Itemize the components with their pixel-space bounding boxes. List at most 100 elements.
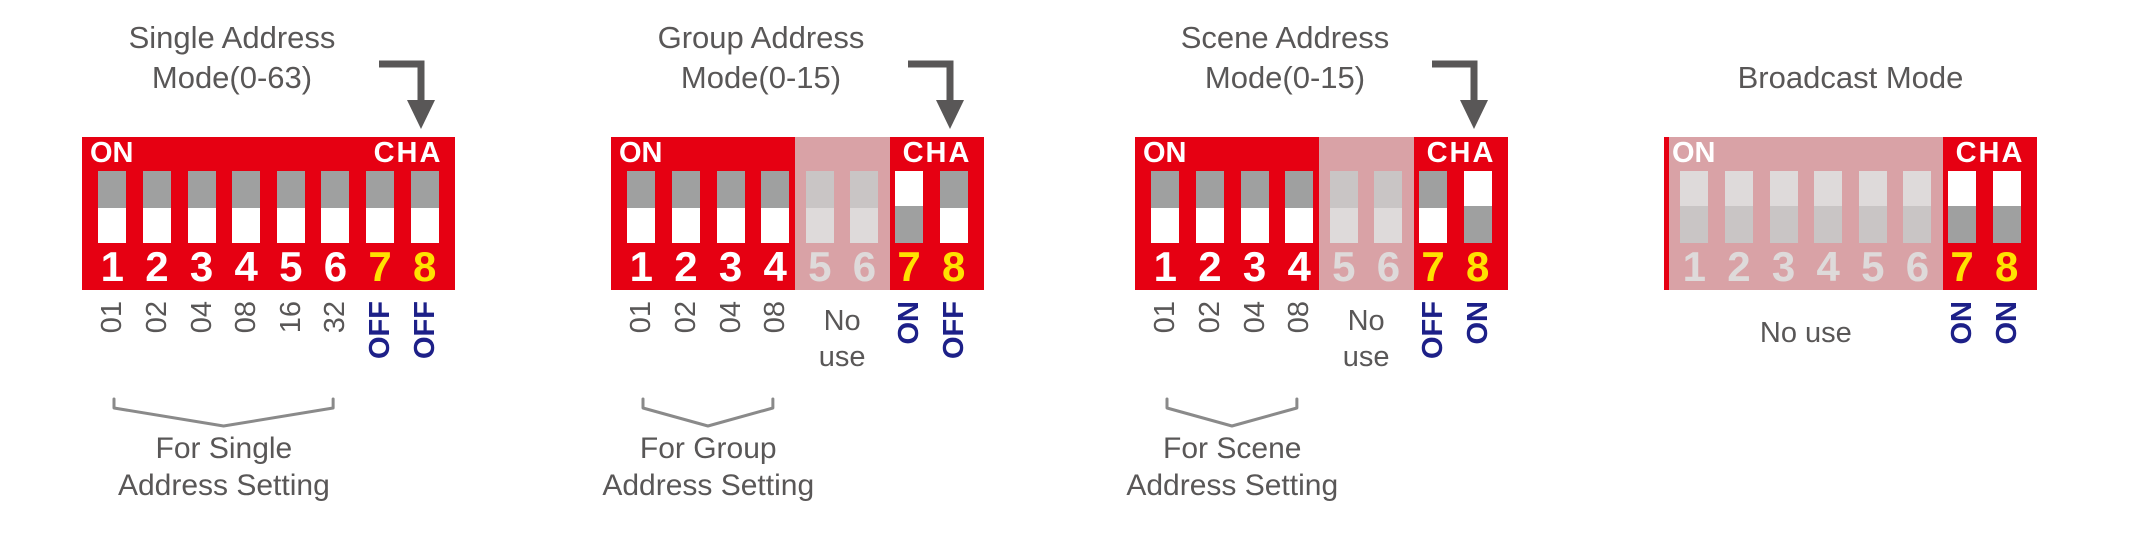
switch-number: 2 — [674, 243, 698, 290]
switch-1: 1 — [1143, 137, 1188, 290]
channel-label: CHA — [1955, 137, 2025, 169]
switch-slot — [232, 171, 261, 243]
switch-handle — [232, 208, 261, 243]
arrow-down-icon — [908, 60, 964, 129]
switch-4: 4 — [224, 137, 269, 290]
switch-slot — [716, 171, 745, 243]
switch-state-label: OFF — [937, 301, 970, 359]
switch-weight-label: 02 — [669, 301, 702, 334]
no-use-line: No — [1347, 305, 1385, 337]
switch-slot — [671, 171, 700, 243]
switch-number: 1 — [100, 243, 124, 290]
no-use-line: use — [1342, 341, 1390, 373]
switch-7: 7 — [1940, 137, 1985, 290]
panel-title: Broadcast Mode — [1664, 4, 2037, 98]
switch-number: 2 — [1198, 243, 1222, 290]
no-use-label: No use — [1726, 315, 1886, 351]
switch-handle — [142, 208, 171, 243]
panel-title-line: Mode(0-63) — [151, 60, 313, 95]
switch-handle — [1151, 208, 1180, 243]
panel-title-line: Mode(0-15) — [680, 60, 842, 95]
switch-weight-label: 02 — [140, 301, 173, 334]
switch-handle — [939, 208, 968, 243]
switch-number: 3 — [189, 243, 214, 290]
switch-number: 4 — [1287, 243, 1311, 290]
switch-8: 8 — [931, 137, 976, 290]
switch-slot — [98, 171, 127, 243]
grouping-bracket — [1165, 397, 1299, 428]
switch-weight-label: 04 — [1238, 301, 1271, 334]
channel-label: CHA — [902, 137, 972, 169]
switch-number: 6 — [323, 243, 348, 290]
switch-5: 5 — [269, 137, 314, 290]
switch-4: 4 — [753, 137, 798, 290]
switch-8: 8 — [1984, 137, 2029, 290]
switch-number: 1 — [1153, 243, 1177, 290]
switch-slot — [276, 171, 305, 243]
switch-state-label: OFF — [408, 301, 441, 359]
panel-title-line: Scene Address — [1180, 20, 1390, 55]
switch-weight-label: 01 — [625, 301, 658, 334]
switch-handle — [761, 208, 790, 243]
switch-8: 8 — [1455, 137, 1500, 290]
switch-8: 8 — [402, 137, 447, 290]
switch-handle — [1463, 171, 1492, 206]
switch-2: 2 — [664, 137, 709, 290]
switch-slot — [187, 171, 216, 243]
switch-handle — [98, 208, 127, 243]
dip-panel-3: Scene AddressMode(0-15)ONCHA123456780102… — [1126, 0, 1508, 535]
dip-panel-2: Group AddressMode(0-15)ONCHA123456780102… — [602, 0, 984, 535]
caption-line: Address Setting — [1126, 469, 1339, 502]
no-use-line: No use — [1759, 317, 1852, 349]
channel-label: CHA — [1426, 137, 1496, 169]
switch-1: 1 — [90, 137, 135, 290]
switch-weight-label: 04 — [185, 301, 218, 334]
switch-handle — [1992, 171, 2021, 206]
switch-number: 8 — [413, 243, 437, 290]
switch-handle — [1285, 208, 1314, 243]
switch-handle — [1240, 208, 1269, 243]
switch-handle — [187, 208, 216, 243]
switch-1: 1 — [619, 137, 664, 290]
switch-number: 7 — [897, 243, 921, 290]
grouping-bracket — [641, 397, 775, 428]
switch-handle — [410, 208, 439, 243]
on-label: ON — [1672, 137, 1716, 169]
switch-number: 5 — [279, 243, 303, 290]
switch-number: 1 — [629, 243, 653, 290]
switch-number: 8 — [1995, 243, 2019, 290]
no-use-overlay — [1669, 137, 1943, 290]
switch-4: 4 — [1277, 137, 1322, 290]
arrow-down-icon — [1432, 60, 1488, 129]
switch-slot — [1992, 171, 2021, 243]
switch-slot — [1285, 171, 1314, 243]
switch-state-label: ON — [1461, 301, 1494, 345]
switch-slot — [1151, 171, 1180, 243]
switch-slot — [321, 171, 350, 243]
switch-number: 2 — [145, 243, 169, 290]
caption-line: For Scene — [1163, 432, 1302, 465]
switch-handle — [1419, 208, 1448, 243]
switch-handle — [895, 171, 924, 206]
on-label: ON — [90, 137, 134, 169]
switch-2: 2 — [1188, 137, 1233, 290]
switch-6: 6 — [313, 137, 358, 290]
caption-line: For Group — [639, 432, 777, 465]
switch-weight-label: 01 — [1149, 301, 1182, 334]
switch-weight-label: 02 — [1193, 301, 1226, 334]
switch-weight-label: 04 — [714, 301, 747, 334]
switch-number: 7 — [1421, 243, 1445, 290]
switch-weight-label: 01 — [96, 301, 129, 334]
switch-slot — [1419, 171, 1448, 243]
grouping-bracket — [112, 397, 335, 428]
switch-number: 7 — [1950, 243, 1974, 290]
switch-slot — [1948, 171, 1977, 243]
switch-slot — [1195, 171, 1224, 243]
switch-number: 4 — [763, 243, 787, 290]
switch-slot — [939, 171, 968, 243]
no-use-line: No — [823, 305, 861, 337]
panel-title-line: Single Address — [128, 20, 336, 55]
